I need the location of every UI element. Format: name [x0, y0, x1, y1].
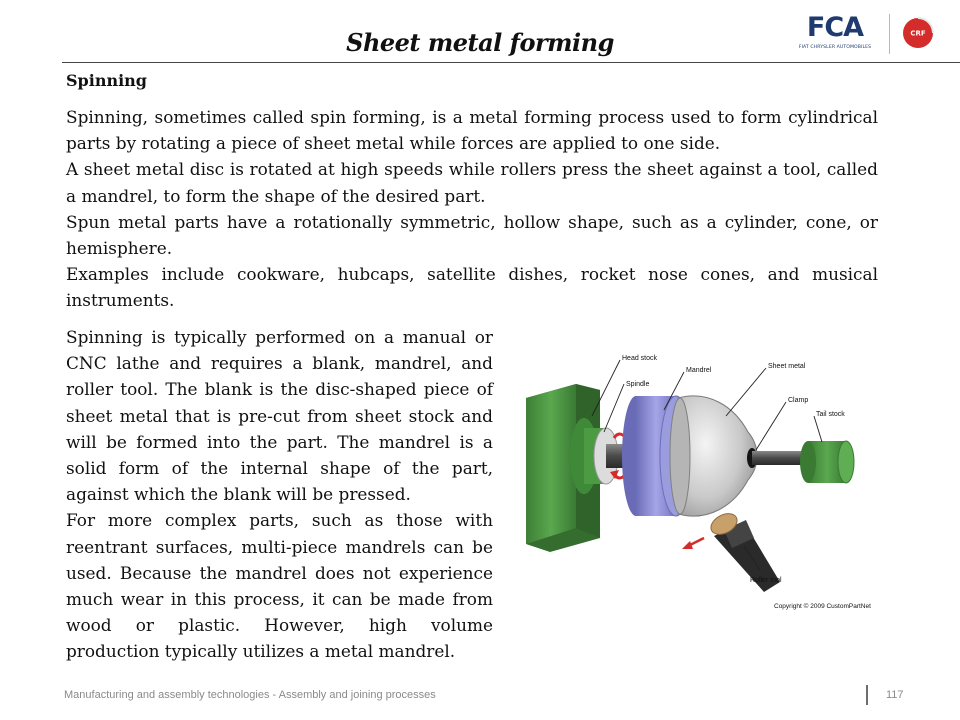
rotation-arrowhead [610, 470, 619, 479]
logo-divider [889, 14, 890, 54]
leader-tail-stock [813, 415, 823, 443]
head-stock-front [526, 384, 576, 544]
label-tail-stock: Tail stock [816, 411, 845, 418]
intro-paragraph: Spinning, sometimes called spin forming,… [66, 107, 878, 154]
leader-head-stock [591, 359, 621, 417]
column-paragraph: Spinning is typically performed on a man… [66, 327, 493, 505]
roller-tool [710, 513, 780, 592]
crf-logo: CRF [903, 17, 934, 48]
title-divider [62, 62, 960, 63]
fca-logo: FCA FIAT CHRYSLER AUTOMOBILES [790, 14, 880, 56]
feed-arrowhead [682, 541, 693, 549]
fca-logo-subtitle: FIAT CHRYSLER AUTOMOBILES [798, 45, 872, 50]
sheet-metal-part [669, 395, 758, 517]
crf-logo-text: CRF [910, 30, 926, 38]
intro-text: Spinning, sometimes called spin forming,… [66, 104, 878, 314]
spindle [570, 418, 628, 494]
label-roller-tool: Roller tool [750, 577, 782, 584]
leader-mandrel [663, 371, 685, 411]
clamp [747, 448, 810, 468]
fca-logo-letters: FCA [806, 12, 864, 43]
crf-logo-circle [903, 18, 933, 48]
leader-clamp [755, 401, 787, 451]
section-heading: Spinning [66, 71, 147, 90]
label-mandrel: Mandrel [686, 367, 712, 374]
label-sheet-metal: Sheet metal [768, 363, 806, 370]
page-number: 117 [886, 689, 904, 701]
tail-stock-back [800, 441, 816, 483]
leader-spindle [603, 383, 625, 433]
footer-course-title: Manufacturing and assembly technologies … [64, 689, 436, 701]
intro-paragraph: Spun metal parts have a rotationally sym… [66, 211, 878, 259]
tail-shaft [752, 451, 810, 465]
leader-sheet-metal [725, 367, 767, 417]
diagram-copyright: Copyright © 2009 CustomPartNet [774, 602, 871, 610]
column-paragraph: For more complex parts, such as those wi… [66, 510, 493, 662]
left-column-text: Spinning is typically performed on a man… [66, 324, 493, 665]
tail-stock-face [837, 440, 855, 484]
label-spindle: Spindle [626, 381, 649, 388]
spinning-process-diagram: Head stock Spindle Mandrel Sheet metal C… [526, 355, 871, 610]
label-clamp: Clamp [788, 397, 808, 404]
leader-lines [591, 359, 823, 571]
roller-wheel [710, 513, 738, 535]
intro-paragraph: A sheet metal disc is rotated at high sp… [66, 159, 878, 206]
label-head-stock: Head stock [622, 355, 658, 362]
leader-roller-tool [743, 545, 761, 571]
crf-logo-arc [917, 17, 934, 34]
intro-paragraph: Examples include cookware, hubcaps, sate… [66, 264, 878, 311]
footer-divider [866, 685, 868, 705]
tail-stock [800, 440, 855, 484]
slide-title: Sheet metal forming [346, 28, 614, 57]
sheet-metal-rim [669, 397, 691, 515]
